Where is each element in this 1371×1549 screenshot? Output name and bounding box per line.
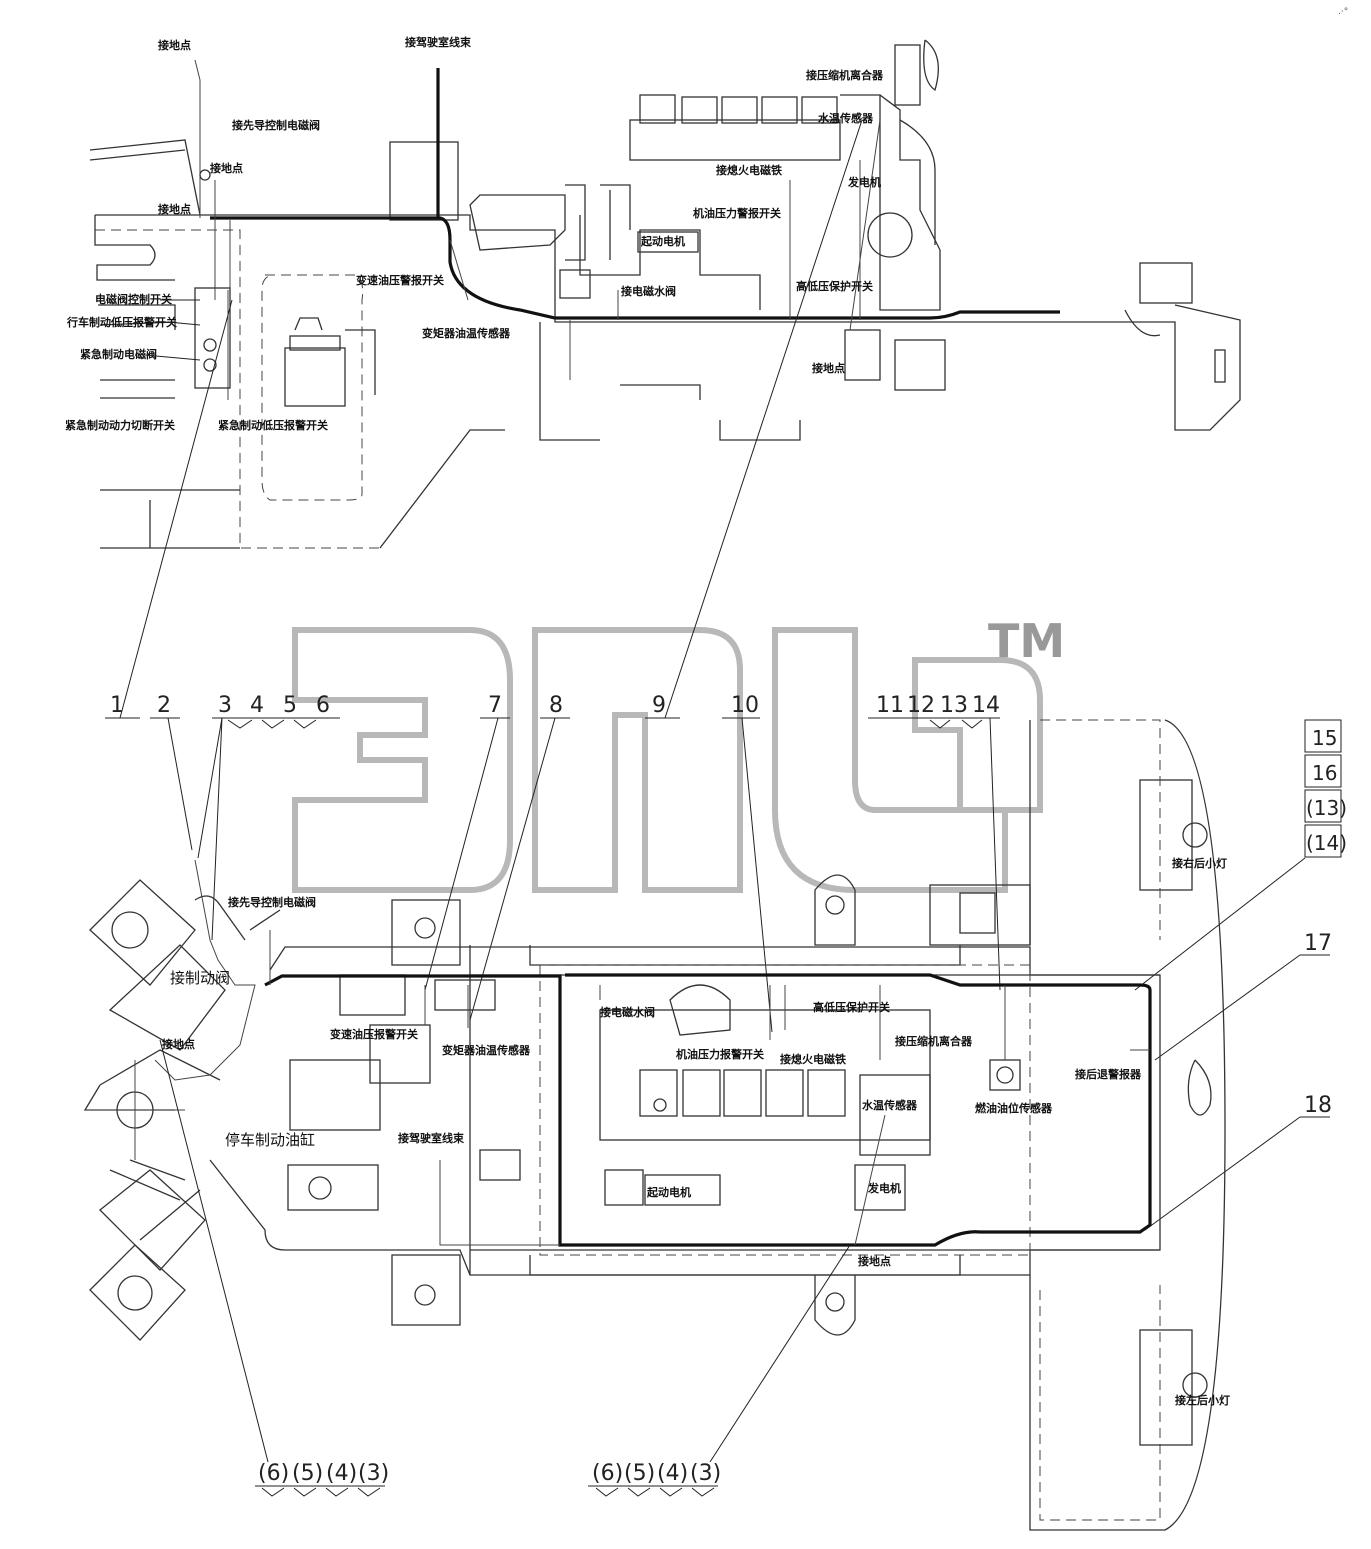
label-top-converter-temp: 变矩器油温传感器 xyxy=(422,326,511,340)
group-right-6: (6) xyxy=(592,1461,623,1486)
label-top-flameout: 接熄火电磁铁 xyxy=(716,163,782,177)
label-top-emergency-valve: 紧急制动电磁阀 xyxy=(80,347,157,361)
bottom-groups: (6) (5) (4) (3) (6) (5) (4) (3) xyxy=(159,1039,851,1497)
label-top-emergency-cutoff: 紧急制动动力切断开关 xyxy=(65,418,175,432)
group-left-3: (3) xyxy=(358,1461,389,1486)
callout-6: 6 xyxy=(316,693,330,718)
callout-5: 5 xyxy=(283,693,297,718)
label-bot-right-lamp: 接右后小灯 xyxy=(1172,856,1227,870)
group-left-5: (5) xyxy=(292,1461,323,1486)
callout-10: 10 xyxy=(731,693,759,718)
label-top-service-brake: 行车制动低压报警开关 xyxy=(66,315,177,329)
callout-row: 1 2 3 4 5 6 7 8 9 10 11 12 13 14 xyxy=(105,119,1001,1033)
group-left-6: (6) xyxy=(258,1461,289,1486)
label-bot-compressor: 接压缩机离合器 xyxy=(895,1034,973,1048)
label-top-ground1: 接地点 xyxy=(158,38,191,52)
label-top-cab-harness: 接驾驶室线束 xyxy=(405,35,472,49)
label-top-ground2: 接地点 xyxy=(210,161,243,175)
label-bot-cab-harness: 接驾驶室线束 xyxy=(398,1131,465,1145)
label-bot-ground2: 接地点 xyxy=(858,1254,891,1268)
label-bot-fuel-level: 燃油油位传感器 xyxy=(974,1101,1053,1115)
label-top-starter: 起动电机 xyxy=(640,234,685,248)
sidebox-16: 16 xyxy=(1312,761,1337,785)
label-bot-pilot-valve: 接先导控制电磁阀 xyxy=(228,895,316,909)
top-harness xyxy=(194,59,1060,400)
label-top-hi-lo: 高低压保护开关 xyxy=(796,279,873,293)
callout-7: 7 xyxy=(488,693,502,718)
callout-9: 9 xyxy=(652,693,666,718)
callout-2: 2 xyxy=(157,693,171,718)
callout-11: 11 xyxy=(876,693,904,718)
label-bot-converter-temp: 变矩器油温传感器 xyxy=(442,1043,531,1057)
label-top-pilot-valve: 接先导控制电磁阀 xyxy=(232,118,320,132)
bottom-harness xyxy=(154,859,1152,1247)
callout-13: 13 xyxy=(940,693,968,718)
sidebox-14: (14) xyxy=(1306,831,1347,855)
group-right-3: (3) xyxy=(690,1461,721,1486)
label-top-ground3: 接地点 xyxy=(158,202,191,216)
label-bot-flameout: 接熄火电磁铁 xyxy=(780,1052,846,1066)
label-bot-ground: 接地点 xyxy=(162,1037,195,1051)
label-bot-trans-pressure: 变速油压报警开关 xyxy=(330,1027,418,1041)
label-bot-starter: 起动电机 xyxy=(646,1185,691,1199)
label-top-oil-pressure: 机油压力警报开关 xyxy=(693,206,781,220)
label-top-emergency-low: 紧急制动低压报警开关 xyxy=(218,418,328,432)
group-left-4: (4) xyxy=(326,1461,357,1486)
label-bot-park-brake: 停车制动油缸 xyxy=(225,1131,315,1149)
corner-mark: .·° xyxy=(1338,7,1348,17)
callout-18: 18 xyxy=(1304,1093,1332,1118)
label-top-trans-pressure: 变速油压警报开关 xyxy=(356,273,444,287)
label-bot-reverse-alarm: 接后退警报器 xyxy=(1075,1067,1142,1081)
callout-4: 4 xyxy=(250,693,264,718)
label-top-generator: 发电机 xyxy=(847,175,881,189)
label-top-solenoid-ctrl: 电磁阀控制开关 xyxy=(95,292,172,306)
label-top-water-temp: 水温传感器 xyxy=(818,111,874,125)
sidebox-13: (13) xyxy=(1306,796,1347,820)
bottom-labels: 接先导控制电磁阀 接制动阀 接地点 变速油压报警开关 变矩器油温传感器 接电磁水… xyxy=(162,856,1230,1407)
group-right-5: (5) xyxy=(624,1461,655,1486)
group-right-4: (4) xyxy=(657,1461,688,1486)
top-view xyxy=(89,39,1241,549)
label-bot-hi-lo: 高低压保护开关 xyxy=(813,1000,890,1014)
callout-1: 1 xyxy=(110,693,124,718)
callout-8: 8 xyxy=(549,693,563,718)
watermark-tm: TM xyxy=(988,614,1065,668)
callout-3: 3 xyxy=(218,693,232,718)
label-bot-water-temp: 水温传感器 xyxy=(862,1098,918,1112)
side-boxes: 15 16 (13) (14) 17 18 xyxy=(1134,719,1347,1231)
label-bot-left-lamp: 接左后小灯 xyxy=(1175,1393,1230,1407)
valve-block xyxy=(144,169,231,389)
bottom-view xyxy=(83,719,1226,1531)
label-bot-brake-valve: 接制动阀 xyxy=(170,969,230,987)
label-top-ground4: 接地点 xyxy=(812,361,845,375)
label-bot-water-solenoid: 接电磁水阀 xyxy=(600,1005,655,1019)
label-bot-oil-pressure: 机油压力报警开关 xyxy=(676,1047,764,1061)
callout-17: 17 xyxy=(1304,931,1332,956)
label-top-water-solenoid: 接电磁水阀 xyxy=(621,284,676,298)
watermark: TM xyxy=(292,614,1065,893)
callout-12: 12 xyxy=(907,693,935,718)
callout-14: 14 xyxy=(972,693,1000,718)
label-bot-generator: 发电机 xyxy=(867,1181,901,1195)
top-labels: 接地点 接驾驶室线束 接压缩机离合器 水温传感器 接先导控制电磁阀 接地点 接熄… xyxy=(65,35,884,432)
label-top-compressor-clutch: 接压缩机离合器 xyxy=(806,68,884,82)
sidebox-15: 15 xyxy=(1312,726,1337,750)
